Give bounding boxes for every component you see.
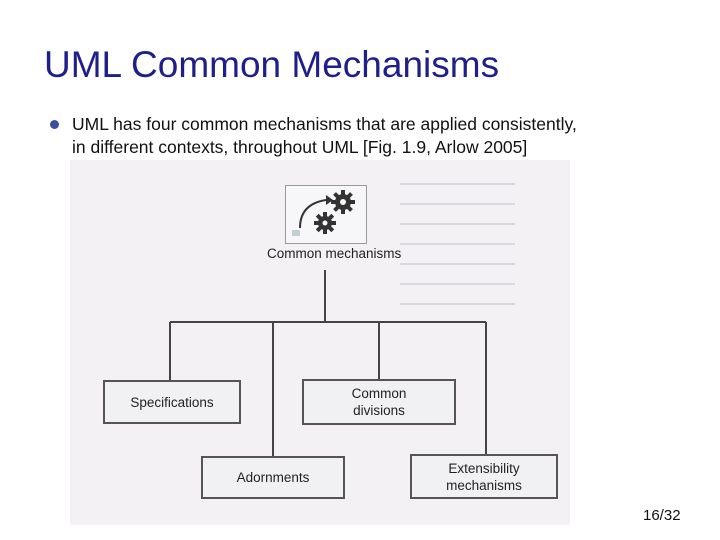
node-specifications: Specifications xyxy=(103,380,241,424)
node-adornments-label: Adornments xyxy=(236,470,310,485)
ghost-line xyxy=(400,263,515,265)
bullet-text: UML has four common mechanisms that are … xyxy=(72,113,577,159)
node-extensibility-line2: mechanisms xyxy=(446,477,522,493)
ghost-line xyxy=(400,243,515,245)
ghost-line xyxy=(400,283,515,285)
gears-icon xyxy=(285,185,367,244)
bullet-dot-icon xyxy=(50,120,59,129)
slide-title: UML Common Mechanisms xyxy=(44,44,500,85)
page-number: 16/32 xyxy=(643,507,681,524)
bullet-item: UML has four common mechanisms that are … xyxy=(50,113,690,159)
node-adornments: Adornments xyxy=(201,456,345,499)
ghost-line xyxy=(400,303,515,305)
bullet-text-line2: in different contexts, throughout UML [F… xyxy=(72,137,528,157)
node-extensibility-label: Extensibility mechanisms xyxy=(446,460,522,494)
node-extensibility-mechanisms: Extensibility mechanisms xyxy=(410,454,558,499)
node-extensibility-line1: Extensibility xyxy=(448,460,520,476)
node-common-divisions: Common divisions xyxy=(302,379,456,425)
bullet-text-line1: UML has four common mechanisms that are … xyxy=(72,114,577,134)
node-specifications-label: Specifications xyxy=(130,394,214,410)
root-node-label: Common mechanisms xyxy=(267,246,402,261)
node-common-divisions-line2: divisions xyxy=(353,403,405,418)
node-common-divisions-line1: Common xyxy=(351,386,407,401)
ghost-line xyxy=(400,223,515,225)
node-common-divisions-label: Common divisions xyxy=(352,385,407,419)
ghost-line xyxy=(400,183,515,185)
ghost-line xyxy=(400,203,515,205)
